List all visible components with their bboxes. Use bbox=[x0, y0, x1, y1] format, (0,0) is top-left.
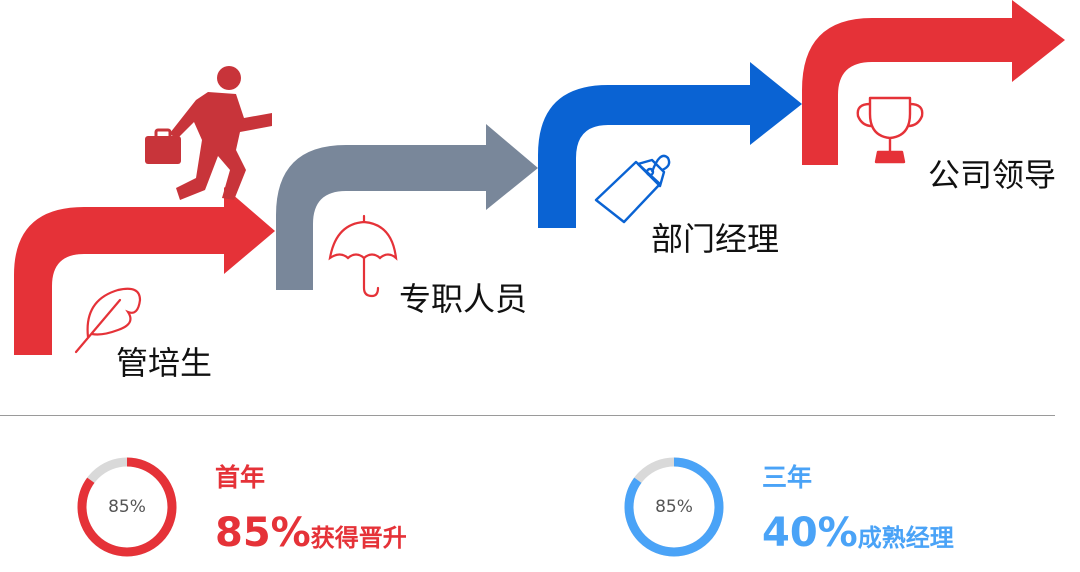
stat-desc-three-years: 成熟经理 bbox=[857, 524, 954, 552]
stat-percent-three-years: 40% bbox=[762, 510, 858, 556]
ring-label-first-year: 85% bbox=[108, 497, 146, 517]
arrow-step-1 bbox=[14, 187, 275, 355]
businessman-running-icon bbox=[145, 66, 272, 200]
section-divider bbox=[0, 415, 1055, 416]
stat-heading-three-years: 三年 bbox=[762, 463, 813, 492]
tag-icon bbox=[594, 154, 671, 224]
staircase-arrows bbox=[14, 0, 1065, 355]
stat-heading-first-year: 首年 bbox=[215, 463, 266, 492]
progress-ring-first-year bbox=[77, 457, 177, 557]
arrow-step-2 bbox=[276, 124, 538, 290]
stat-desc-first-year: 获得晋升 bbox=[310, 524, 407, 552]
stat-value-first-year: 85%获得晋升 bbox=[215, 510, 407, 556]
arrow-step-4 bbox=[802, 0, 1065, 165]
trophy-icon bbox=[856, 96, 924, 164]
step-label-company-leader: 公司领导 bbox=[928, 156, 1057, 194]
progress-ring-three-years bbox=[624, 457, 724, 557]
umbrella-icon bbox=[328, 214, 398, 298]
step-label-department-manager: 部门经理 bbox=[651, 220, 780, 258]
stat-value-three-years: 40%成熟经理 bbox=[762, 510, 954, 556]
feather-icon bbox=[74, 287, 142, 354]
step-label-specialist: 专职人员 bbox=[399, 280, 528, 318]
stat-percent-first-year: 85% bbox=[215, 510, 311, 556]
step-label-trainee: 管培生 bbox=[116, 344, 213, 382]
ring-label-three-years: 85% bbox=[655, 497, 693, 517]
arrow-step-3 bbox=[538, 62, 802, 228]
